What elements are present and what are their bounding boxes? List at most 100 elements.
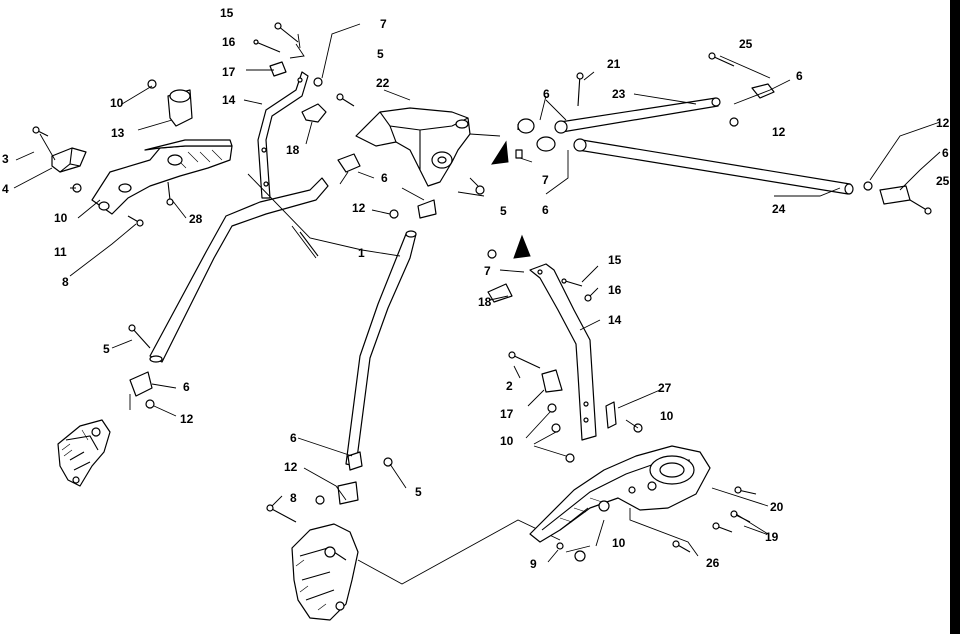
bolt-icon — [253, 39, 281, 53]
clamp-6 — [129, 371, 153, 397]
bolt-icon — [576, 72, 584, 107]
bolt-icon — [274, 22, 299, 43]
direction-arrow-icon — [491, 140, 509, 165]
right-spindle — [291, 519, 561, 621]
callout-label: 6 — [381, 171, 388, 185]
bracket-hole — [167, 154, 183, 166]
bolt-icon — [166, 181, 174, 206]
window-edge-bar — [950, 0, 960, 634]
callout-label: 1 — [358, 246, 365, 260]
nut-icon — [145, 399, 155, 409]
callout-label: 6 — [796, 69, 803, 83]
callout-label: 12 — [772, 125, 786, 139]
callout-label: 15 — [220, 6, 234, 20]
callout-label: 10 — [500, 434, 514, 448]
end-cap — [536, 136, 556, 152]
callout-label: 8 — [290, 491, 297, 505]
callout-label: 25 — [739, 37, 753, 51]
callout-label: 6 — [290, 431, 297, 445]
clamp-6 — [347, 451, 363, 471]
callout-label: 5 — [500, 204, 507, 218]
drag-link-assembly — [111, 153, 437, 523]
bracket-hole — [98, 201, 110, 211]
clamp-6 — [337, 481, 359, 505]
direction-arrow-icon — [513, 234, 531, 259]
callout-label: 23 — [612, 87, 626, 101]
callout-label: 6 — [183, 380, 190, 394]
callout-label: 19 — [765, 530, 779, 544]
nut-icon — [574, 550, 586, 562]
clip-27 — [605, 401, 617, 429]
callout-label: 5 — [103, 342, 110, 356]
callout-label: 8 — [62, 275, 69, 289]
callout-label: 4 — [2, 182, 9, 196]
bolt-icon — [508, 351, 541, 369]
callout-label: 18 — [286, 143, 300, 157]
clamp-6 — [337, 153, 361, 173]
bolt-icon — [127, 215, 144, 227]
callout-label: 12 — [936, 116, 950, 130]
callout-label: 5 — [377, 47, 384, 61]
clamp-18 — [301, 103, 327, 123]
left-spindle — [57, 419, 111, 487]
callout-label: 11 — [54, 245, 67, 259]
nut-icon — [584, 294, 592, 302]
callout-label: 14 — [222, 93, 236, 107]
callout-label: 2 — [506, 379, 513, 393]
callout-label: 28 — [189, 212, 203, 226]
callout-label: 10 — [54, 211, 68, 225]
nut-icon — [565, 453, 575, 463]
callout-label: 17 — [500, 407, 514, 421]
bolt-icon — [561, 278, 583, 287]
callout-label: 12 — [180, 412, 194, 426]
callout-label: 10 — [110, 96, 124, 110]
callout-labels: 1 2 3 4 5 5 5 5 6 6 6 6 6 6 6 7 7 7 8 8 … — [2, 6, 950, 571]
callout-label: 17 — [222, 65, 236, 79]
callout-label: 7 — [484, 264, 491, 278]
callout-label: 7 — [380, 17, 387, 31]
nut-icon — [475, 185, 485, 195]
nut-icon — [147, 79, 157, 89]
nut-icon — [729, 117, 739, 127]
bolt-icon — [909, 199, 932, 215]
clamp-18 — [487, 283, 513, 303]
bracket-web — [144, 139, 233, 151]
nut-icon — [556, 542, 564, 550]
mount-bracket-assembly — [13, 79, 233, 277]
steering-block-assembly — [336, 89, 509, 197]
nut-icon — [551, 423, 561, 433]
strap-bar — [257, 71, 309, 199]
callout-label: 15 — [608, 253, 622, 267]
callout-label: 26 — [706, 556, 720, 570]
callout-label: 6 — [543, 87, 550, 101]
callout-label: 6 — [942, 146, 949, 160]
bolt-icon — [32, 126, 49, 137]
callout-label: 9 — [530, 557, 537, 571]
nut-icon — [315, 495, 325, 505]
callout-label: 13 — [111, 126, 125, 140]
callout-label: 24 — [772, 202, 786, 216]
callout-label: 16 — [222, 35, 236, 49]
bolt-icon — [734, 486, 757, 495]
nut-icon — [515, 149, 523, 159]
bolt-icon — [266, 504, 297, 523]
bracket-hole — [118, 183, 132, 193]
clamp-6 — [417, 199, 437, 219]
callout-label: 10 — [660, 409, 674, 423]
end-cap — [879, 185, 911, 205]
callout-label: 27 — [658, 381, 672, 395]
callout-label: 25 — [936, 174, 950, 188]
bolt-icon — [128, 324, 151, 349]
tie-rod-23 — [559, 97, 719, 133]
bolt-icon — [708, 52, 735, 67]
callout-label: 12 — [352, 201, 366, 215]
callout-label: 18 — [478, 295, 492, 309]
callout-label: 3 — [2, 152, 9, 166]
steering-block — [355, 107, 471, 187]
nut-icon — [313, 77, 323, 87]
callout-label: 14 — [608, 313, 622, 327]
tie-rod-24 — [577, 139, 851, 195]
bolt-icon — [672, 540, 691, 553]
callout-label: 16 — [608, 283, 622, 297]
